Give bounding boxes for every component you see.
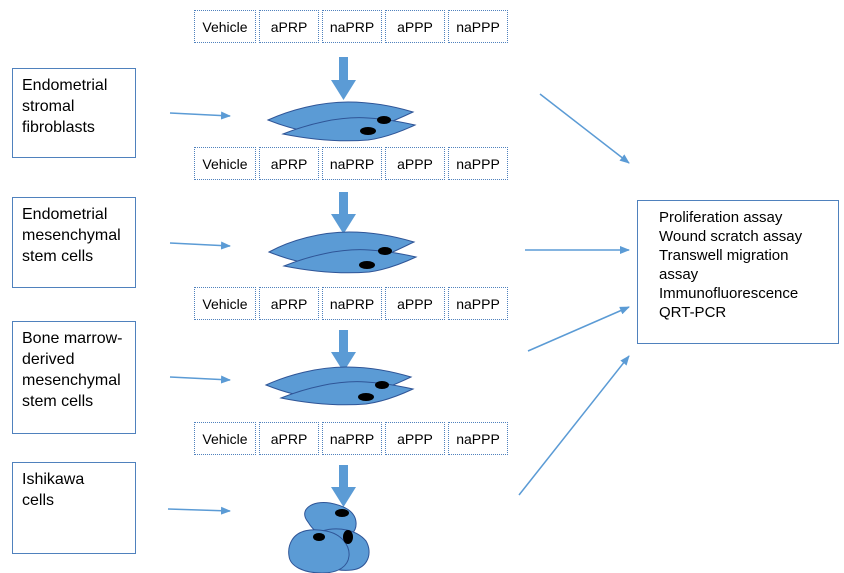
treatment-naprp: naPRP: [322, 147, 382, 180]
treatment-row-2: Vehicle aPRP naPRP aPPP naPPP: [194, 147, 508, 180]
cell-type-label-line: Endometrial: [22, 77, 108, 94]
cell-type-label-line: Endometrial: [22, 206, 108, 223]
treatment-row-1: Vehicle aPRP naPRP aPPP naPPP: [194, 10, 508, 43]
treatment-appp: aPPP: [385, 10, 445, 43]
treatment-vehicle: Vehicle: [194, 287, 256, 320]
down-arrow-3: [331, 330, 356, 372]
cell-group-4: [288, 501, 370, 573]
treatment-naprp: naPRP: [322, 10, 382, 43]
treatment-appp: aPPP: [385, 147, 445, 180]
cell-group-3: [264, 366, 415, 406]
assay-item: assay: [659, 266, 699, 283]
cell-type-label-line: stromal: [22, 98, 75, 115]
output-arrow-4: [518, 355, 630, 496]
down-arrow-2: [331, 192, 356, 234]
input-arrow-4: [167, 506, 231, 515]
treatment-nappp: naPPP: [448, 422, 508, 455]
cell-type-box-bone-marrow-derived-mesenchymal-stem-cells: Bone marrow- derived mesenchymal stem ce…: [12, 321, 136, 434]
cell-type-box-ishikawa-cells: Ishikawa cells: [12, 462, 136, 554]
treatment-appp: aPPP: [385, 422, 445, 455]
assay-item: Immunofluorescence: [659, 285, 799, 302]
treatment-appp: aPPP: [385, 287, 445, 320]
cell-type-label-line: fibroblasts: [22, 119, 95, 136]
cell-type-label-line: Bone marrow-: [22, 330, 123, 347]
treatment-row-4: Vehicle aPRP naPRP aPPP naPPP: [194, 422, 508, 455]
treatment-aprp: aPRP: [259, 422, 319, 455]
treatment-vehicle: Vehicle: [194, 147, 256, 180]
treatment-naprp: naPRP: [322, 287, 382, 320]
input-arrow-3: [169, 375, 231, 384]
treatment-vehicle: Vehicle: [194, 10, 256, 43]
cell-type-label-line: Ishikawa: [22, 471, 85, 488]
down-arrow-4: [331, 465, 356, 507]
cell-group-1: [266, 101, 417, 142]
cell-type-label-line: mesenchymal: [22, 372, 121, 389]
cell-type-label-line: derived: [22, 351, 75, 368]
input-arrow-1: [169, 111, 231, 120]
assay-item: Proliferation assay: [659, 209, 783, 226]
assays-box: Proliferation assay Wound scratch assay …: [637, 200, 839, 344]
output-arrow-3: [527, 306, 630, 352]
cell-type-label-line: cells: [22, 492, 55, 509]
treatment-aprp: aPRP: [259, 147, 319, 180]
input-arrow-2: [169, 241, 231, 250]
cell-group-2: [267, 231, 418, 274]
treatment-aprp: aPRP: [259, 287, 319, 320]
cell-type-label-line: stem cells: [22, 393, 94, 410]
treatment-nappp: naPPP: [448, 287, 508, 320]
down-arrow-1: [331, 57, 356, 100]
cell-type-box-endometrial-stromal-fibroblasts: Endometrial stromal fibroblasts: [12, 68, 136, 158]
treatment-naprp: naPRP: [322, 422, 382, 455]
assay-item: QRT-PCR: [659, 304, 727, 321]
assay-item: Wound scratch assay: [659, 228, 803, 245]
treatment-nappp: naPPP: [448, 147, 508, 180]
treatment-vehicle: Vehicle: [194, 422, 256, 455]
treatment-nappp: naPPP: [448, 10, 508, 43]
cell-type-label-line: mesenchymal: [22, 227, 121, 244]
cell-type-box-endometrial-mesenchymal-stem-cells: Endometrial mesenchymal stem cells: [12, 197, 136, 288]
cell-type-label-line: stem cells: [22, 248, 94, 265]
treatment-row-3: Vehicle aPRP naPRP aPPP naPPP: [194, 287, 508, 320]
treatment-aprp: aPRP: [259, 10, 319, 43]
output-arrow-1: [539, 93, 630, 164]
assay-item: Transwell migration: [659, 247, 789, 264]
